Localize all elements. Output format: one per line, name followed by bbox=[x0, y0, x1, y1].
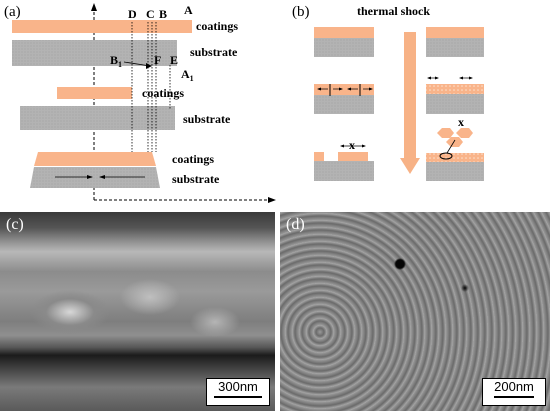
coatings-label-1: coatings bbox=[196, 19, 238, 33]
thermal-shock-title: thermal shock bbox=[357, 4, 430, 18]
panel-c-label: (c) bbox=[6, 216, 24, 233]
substrate-label-3: substrate bbox=[172, 172, 220, 186]
coating-layer-2 bbox=[57, 87, 132, 99]
substrate-layer-2 bbox=[20, 106, 175, 130]
panel-b-schematic: (b) thermal shock x x bbox=[292, 4, 484, 181]
panel-c-sem-image: (c) 300nm bbox=[0, 212, 275, 411]
coating-layer-3 bbox=[34, 152, 156, 166]
substrate-layer-3 bbox=[30, 167, 160, 188]
panel-b-label: (b) bbox=[292, 4, 310, 20]
panel-d-label: (d) bbox=[286, 216, 305, 233]
substrate-label-1: substrate bbox=[190, 45, 238, 59]
point-F: F bbox=[154, 53, 161, 67]
thermal-shock-arrow bbox=[400, 158, 420, 174]
point-A: A bbox=[184, 3, 193, 17]
substrate-layer-1 bbox=[12, 40, 177, 66]
coatings-label-3: coatings bbox=[172, 152, 214, 166]
point-D: D bbox=[128, 7, 137, 21]
coatings-label-2: coatings bbox=[142, 86, 184, 100]
x-mark-left: x bbox=[349, 138, 355, 152]
panel-d-scale-bar: 200nm bbox=[482, 378, 546, 406]
substrate-label-2: substrate bbox=[183, 112, 231, 126]
panel-c-scale-bar: 300nm bbox=[206, 378, 270, 406]
panel-a-label: (a) bbox=[4, 4, 21, 20]
panel-a-schematic: (a) coatings substrate coatings substrat… bbox=[4, 3, 276, 203]
point-B: B bbox=[159, 7, 167, 21]
panel-d-sem-image: (d) 200nm bbox=[280, 212, 550, 411]
coating-layer-1 bbox=[12, 20, 192, 33]
point-C: C bbox=[146, 7, 155, 21]
point-B1: B1 bbox=[110, 53, 122, 69]
point-A1: A1 bbox=[181, 67, 194, 83]
x-mark-right: x bbox=[458, 115, 464, 129]
point-E: E bbox=[170, 53, 178, 67]
